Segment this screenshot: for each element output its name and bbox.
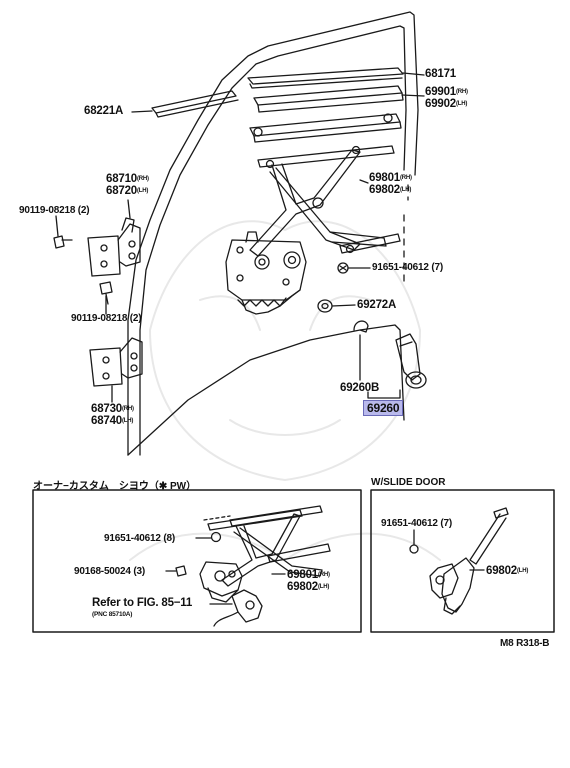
part-68710-hinge	[87, 217, 141, 277]
part-69901-channel	[249, 85, 404, 143]
section-right-title: W/SLIDE DOOR	[371, 477, 446, 488]
label-68730-suffix: (RH)	[121, 406, 134, 412]
label-left-90168: 90168-50024 (3)	[74, 566, 145, 578]
watermark-emblem	[129, 220, 441, 561]
label-68171-text: 68171	[425, 68, 456, 80]
label-69260b: 69260B	[340, 382, 379, 394]
label-left-69801-text: 69801	[287, 569, 318, 581]
label-91651-text: 91651-40612 (7)	[372, 262, 443, 273]
label-91651: 91651-40612 (7)	[372, 262, 443, 274]
section-left-title: オーナ−カスタム シヨウ（✱ PW）	[33, 481, 197, 492]
label-right-69802-text: 69802	[486, 565, 517, 577]
label-90119-top: 90119-08218 (2)	[19, 205, 90, 217]
label-69260-text: 69260	[367, 401, 400, 415]
label-69802: 69802(LH)	[369, 184, 411, 196]
part-90119-bolt-top	[53, 235, 73, 249]
label-69260b-text: 69260B	[340, 382, 380, 394]
label-68720: 68720(LH)	[106, 185, 148, 197]
section-box-left	[32, 489, 362, 633]
leader-69801	[359, 179, 369, 184]
label-69902-suffix: (LH)	[455, 101, 468, 107]
label-right-69802-suffix: (LH)	[516, 568, 529, 574]
part-91651-bolt	[337, 262, 349, 274]
label-69802-suffix: (LH)	[399, 187, 412, 193]
figure-code: M8 R318-B	[500, 638, 550, 649]
label-69901: 69901(RH)	[425, 86, 468, 98]
part-68171-channel	[247, 67, 404, 89]
leader-69272a	[331, 304, 356, 307]
label-68740-text: 68740	[91, 415, 122, 427]
label-left-69801: 69801(RH)	[287, 569, 330, 581]
label-90119-mid: 90119-08218 (2)	[71, 313, 142, 325]
label-69801-text: 69801	[369, 172, 400, 184]
label-left-91651: 91651-40612 (8)	[104, 533, 175, 545]
label-left-refer-text: Refer to FIG. 85−11	[92, 597, 193, 609]
label-left-69801-suffix: (RH)	[317, 572, 330, 578]
section-box-right	[370, 489, 555, 633]
label-69802-text: 69802	[369, 184, 400, 196]
label-68730-text: 68730	[91, 403, 122, 415]
label-68221a-text: 68221A	[84, 105, 124, 117]
label-left-refer[interactable]: Refer to FIG. 85−11	[92, 597, 192, 609]
label-69801-suffix: (RH)	[399, 175, 412, 181]
label-69902-text: 69902	[425, 98, 456, 110]
label-90119-mid-text: 90119-08218 (2)	[71, 313, 142, 324]
label-90119-top-text: 90119-08218 (2)	[19, 205, 90, 216]
label-69272a-text: 69272A	[357, 299, 397, 311]
leader-68710	[127, 199, 131, 219]
label-69901-suffix: (RH)	[455, 89, 468, 95]
label-right-91651-text: 91651-40612 (7)	[381, 518, 452, 529]
label-68221a: 68221A	[84, 105, 123, 117]
part-69801-regulator	[225, 145, 401, 315]
label-68730: 68730(RH)	[91, 403, 134, 415]
label-right-91651: 91651-40612 (7)	[381, 518, 452, 530]
label-right-69802: 69802(LH)	[486, 565, 528, 577]
label-left-pnc: (PNC 85710A)	[92, 609, 132, 621]
label-68720-suffix: (LH)	[136, 188, 149, 194]
door-frame	[127, 11, 419, 456]
section-left-regulator	[175, 505, 331, 627]
part-69260-handle	[395, 333, 427, 389]
part-68730-hinge	[89, 337, 143, 387]
label-69901-text: 69901	[425, 86, 456, 98]
leader-68221a	[131, 110, 153, 113]
part-69260b-clip	[353, 320, 369, 333]
label-69260-highlighted[interactable]: 69260	[363, 400, 404, 416]
label-69272a: 69272A	[357, 299, 396, 311]
label-left-69802-suffix: (LH)	[317, 584, 330, 590]
leader-69901	[401, 94, 425, 97]
leader-90119-top	[55, 215, 59, 237]
label-left-69802: 69802(LH)	[287, 581, 329, 593]
label-68740: 68740(LH)	[91, 415, 133, 427]
part-68221a-run	[151, 90, 239, 118]
label-68171: 68171	[425, 68, 456, 80]
leader-69260	[367, 389, 401, 399]
label-68740-suffix: (LH)	[121, 418, 134, 424]
label-left-pnc-text: (PNC 85710A)	[92, 611, 133, 618]
label-left-91651-text: 91651-40612 (8)	[104, 533, 175, 544]
label-68710-suffix: (RH)	[136, 176, 149, 182]
label-68710: 68710(RH)	[106, 173, 149, 185]
label-68710-text: 68710	[106, 173, 137, 185]
label-69902: 69902(LH)	[425, 98, 467, 110]
label-left-69802-text: 69802	[287, 581, 318, 593]
label-69801: 69801(RH)	[369, 172, 412, 184]
label-68720-text: 68720	[106, 185, 137, 197]
leader-68171	[402, 72, 425, 76]
section-right-regulator	[409, 507, 509, 615]
label-left-90168-text: 90168-50024 (3)	[74, 566, 145, 577]
